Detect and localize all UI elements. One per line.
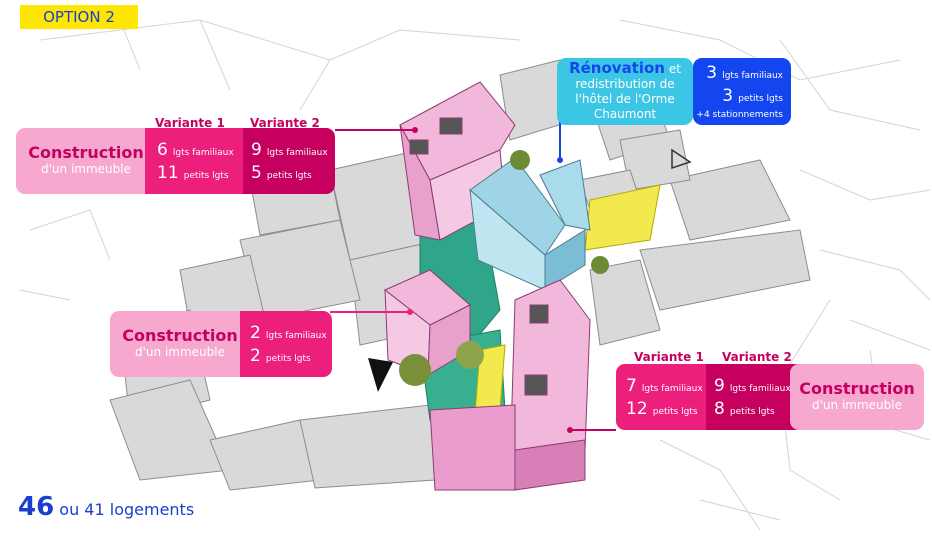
north-title: Construction [28, 143, 144, 162]
middle-fam-count: 2 [250, 323, 261, 343]
middle-counts: 2 lgts familiaux 2 petits lgts [240, 311, 332, 377]
south-v2-small-count: 8 [714, 399, 725, 419]
north-variant-2-counts: 9 lgts familiaux 5 petits lgts [243, 128, 335, 194]
renovation-line-3: l'hôtel de l'Orme [575, 92, 675, 106]
south-variant-1-label: Variante 1 [634, 350, 704, 364]
south-construction-callout: Construction d'un immeuble [790, 364, 924, 430]
middle-small-unit: petits lgts [265, 354, 311, 364]
cadastral-map-lines [19, 19, 931, 531]
north-v2-small-unit: petits lgts [266, 171, 312, 181]
north-v1-small-unit: petits lgts [183, 171, 229, 181]
south-v1-fam-unit: lgts familiaux [641, 384, 703, 394]
north-subtitle: d'un immeuble [41, 162, 131, 176]
south-new-building [429, 279, 591, 491]
south-v2-fam-unit: lgts familiaux [729, 384, 791, 394]
north-v2-fam-count: 9 [251, 140, 262, 160]
north-v2-small-count: 5 [251, 163, 262, 183]
courtyard-trees [399, 150, 609, 386]
compass-arrow-icon [671, 148, 692, 170]
renovation-small-unit: petits lgts [738, 94, 783, 104]
north-arrow-icon [368, 358, 393, 392]
renovation-line-4: Chaumont [593, 107, 657, 121]
total-text: ou 41 logements [59, 500, 195, 519]
renovation-counts: 3 lgts familiaux 3 petits lgts +4 statio… [693, 58, 791, 125]
total-number: 46 [18, 492, 55, 522]
middle-subtitle: d'un immeuble [135, 345, 225, 359]
north-variant-2-label: Variante 2 [250, 116, 320, 130]
renovation-parking: +4 stationnements [696, 110, 783, 120]
total-dwellings: 46 ou 41 logements [18, 492, 194, 522]
middle-title: Construction [122, 326, 238, 345]
north-variant-1-label: Variante 1 [155, 116, 225, 130]
yellow-courtyard-east [584, 184, 661, 251]
middle-small-count: 2 [250, 346, 261, 366]
renovation-title: Rénovation [569, 59, 665, 77]
option-label: OPTION 2 [20, 5, 138, 29]
north-v1-small-count: 11 [157, 163, 179, 183]
south-title: Construction [799, 379, 915, 398]
renovation-title-suffix: et [668, 62, 681, 76]
south-variant-2-label: Variante 2 [722, 350, 792, 364]
north-construction-callout: Construction d'un immeuble [16, 128, 156, 194]
renovation-line-2: redistribution de [575, 77, 675, 91]
renovation-fam-unit: lgts familiaux [722, 71, 783, 81]
south-v2-small-unit: petits lgts [729, 407, 775, 417]
renovation-callout: Rénovation et redistribution de l'hôtel … [557, 58, 693, 125]
south-v1-fam-count: 7 [626, 376, 637, 396]
south-subtitle: d'un immeuble [812, 398, 902, 412]
north-variant-1-counts: 6 lgts familiaux 11 petits lgts [145, 128, 243, 194]
south-variant-1-counts: 7 lgts familiaux 12 petits lgts [616, 364, 708, 430]
south-variant-2-counts: 9 lgts familiaux 8 petits lgts [706, 364, 798, 430]
south-v1-small-count: 12 [626, 399, 648, 419]
middle-fam-unit: lgts familiaux [265, 331, 327, 341]
north-v1-fam-unit: lgts familiaux [172, 148, 234, 158]
north-new-building [399, 81, 516, 241]
north-v2-fam-unit: lgts familiaux [266, 148, 328, 158]
leader-lines [330, 120, 616, 433]
middle-construction-callout: Construction d'un immeuble [110, 311, 250, 377]
middle-new-building [384, 269, 471, 376]
south-v2-fam-count: 9 [714, 376, 725, 396]
renovation-fam-count: 3 [706, 63, 718, 83]
renovated-hotel-building [469, 157, 591, 291]
south-v1-small-unit: petits lgts [652, 407, 698, 417]
renovation-small-count: 3 [722, 86, 734, 106]
north-v1-fam-count: 6 [157, 140, 168, 160]
